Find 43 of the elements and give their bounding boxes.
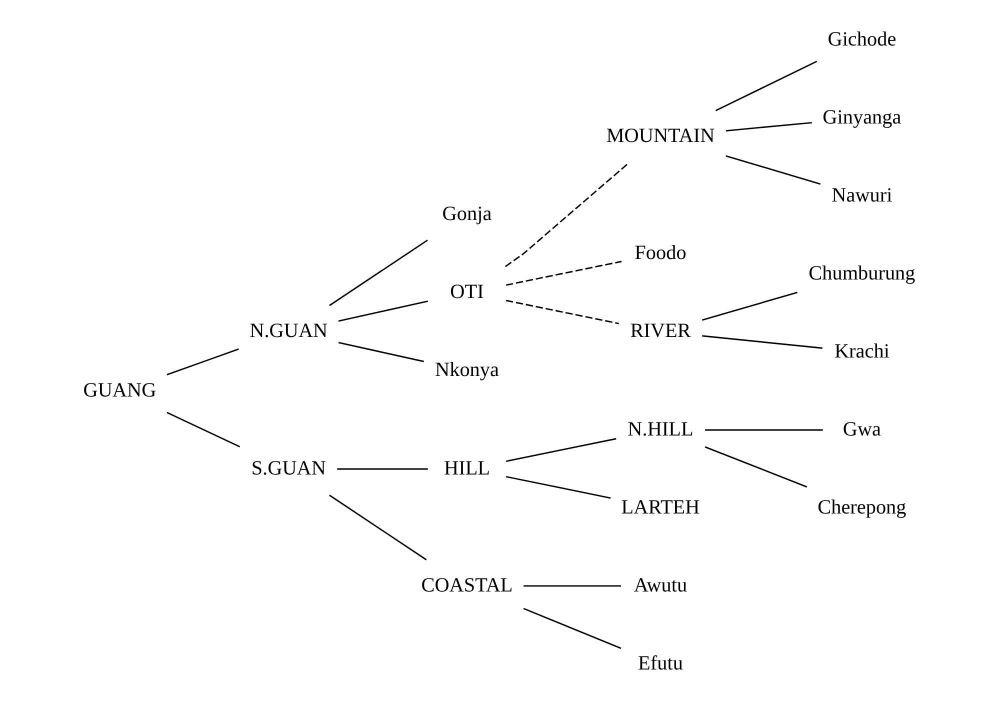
connector [714,60,817,112]
connector [704,446,807,488]
node-text: Nawuri [831,184,892,206]
connector [523,585,620,587]
node-text: S.GUAN [250,457,326,480]
node-text: Gichode [827,28,896,50]
connector [336,468,428,470]
connector [338,300,428,322]
connector [522,608,621,649]
node-text: RIVER [630,320,690,342]
node-text: Gwa [842,418,881,440]
connector [702,335,822,349]
node-text: Foodo [634,242,686,264]
connector [504,162,628,268]
connector [725,122,812,132]
connector [328,240,428,306]
connector [505,476,610,499]
node-text: GUANG [82,379,156,402]
node-text: Cherepong [817,496,906,518]
node-text: Krachi [834,340,889,362]
node-text: Ginyanga [822,106,901,128]
node-text: Efutu [638,652,682,674]
node-text: HILL [444,457,490,480]
connector [505,438,616,462]
connector [704,429,822,431]
connector [505,260,622,286]
node-text: OTI [450,281,484,304]
node-text: N.HILL [627,418,693,440]
node-text: Gonja [442,203,492,226]
node-text: Chumburung [808,262,915,284]
connector [166,412,240,448]
node-text: LARTEH [620,496,700,518]
node-text: MOUNTAIN [606,125,714,148]
connector [725,155,820,185]
node-text: Awutu [633,574,687,596]
connector [166,348,238,376]
connector [338,342,424,362]
node-text: COASTAL [420,574,512,596]
connector [505,300,618,324]
connector [701,292,798,321]
node-text: Nkonya [434,359,498,382]
node-text: N.GUAN [249,320,328,342]
connector [328,494,426,560]
